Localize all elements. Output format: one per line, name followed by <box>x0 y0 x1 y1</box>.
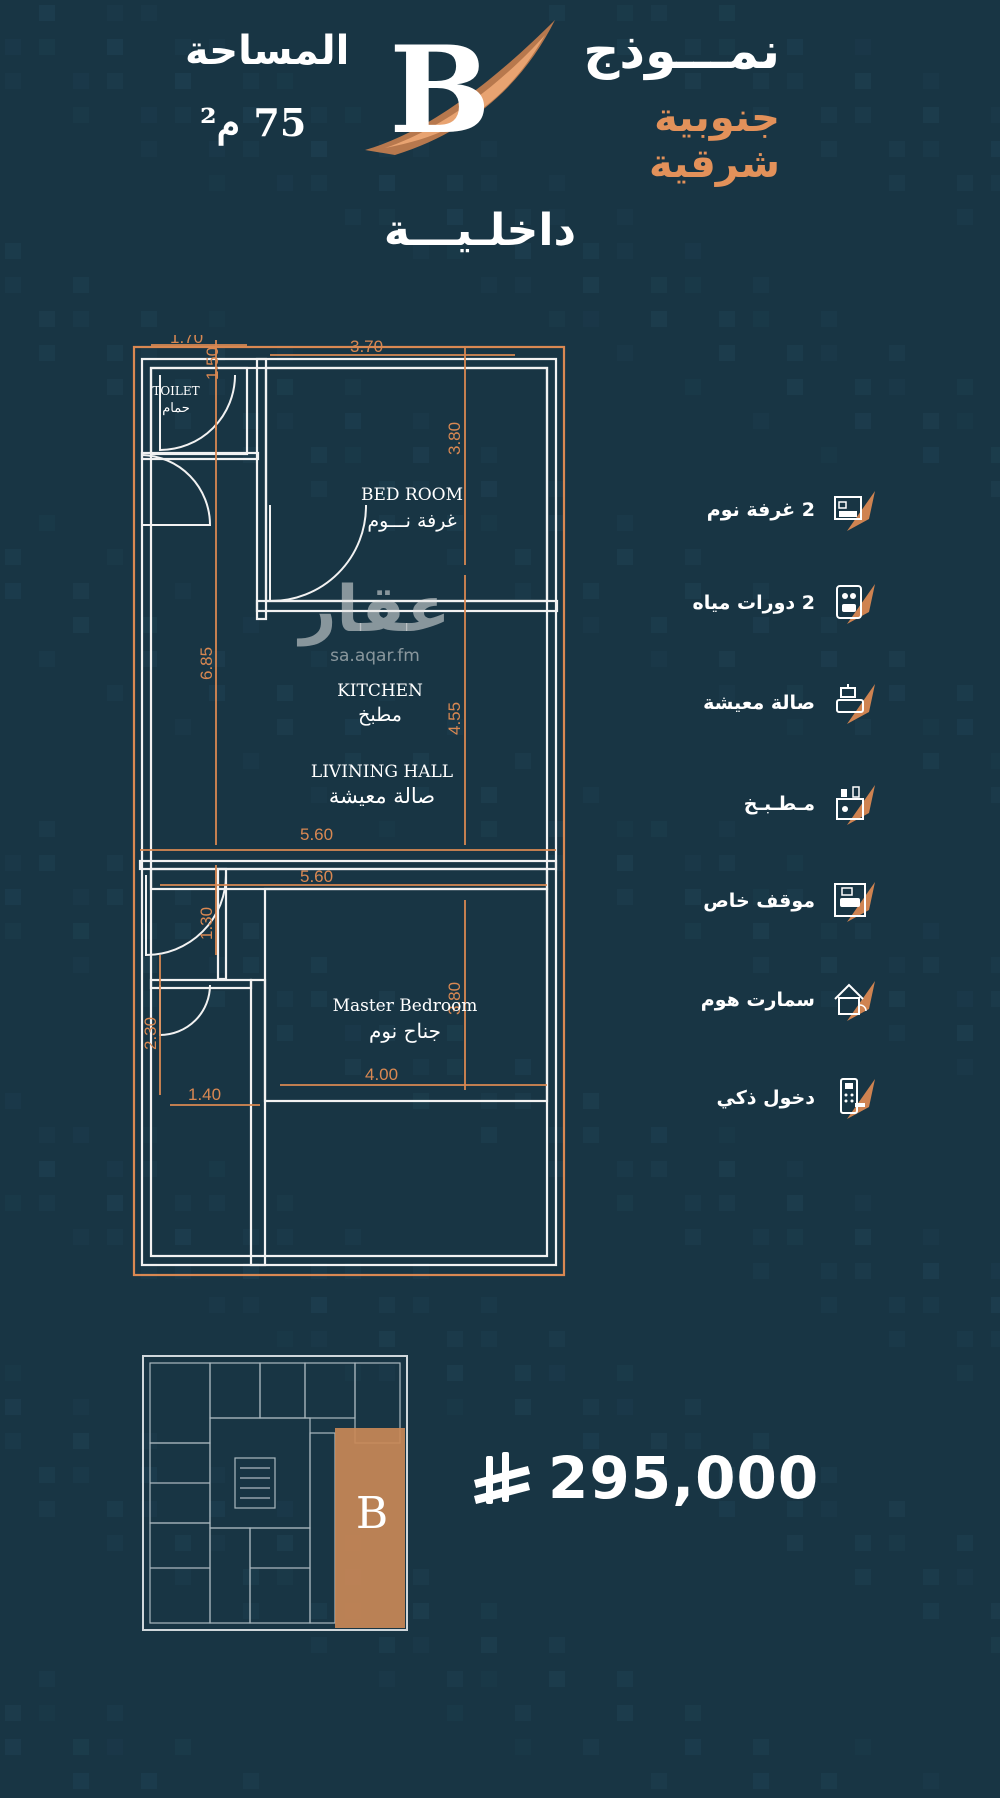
model-letter-logo: B <box>365 20 555 160</box>
smart-lock-icon <box>840 1078 875 1119</box>
watermark: عقار sa.aqar.fm <box>295 578 455 666</box>
feature-item: موقف خاص <box>703 878 875 924</box>
dim-label: 3.70 <box>350 337 383 356</box>
room-label-master-en: Master Bedroom <box>333 996 478 1016</box>
room-label-hall-en: LIVINING HALL <box>311 762 453 782</box>
model-word: نمـــوذج <box>583 22 780 80</box>
parking-icon <box>834 882 875 922</box>
bedroom-icon <box>834 491 875 531</box>
orientation-text: جنوبية شرقية <box>649 95 780 187</box>
feature-label: 2 دورات مياه <box>692 592 815 614</box>
dim-label: 1.50 <box>203 347 222 380</box>
dim-label: 5.60 <box>300 825 333 844</box>
dim-label: 3.80 <box>445 422 464 455</box>
dim-label: 3.80 <box>445 982 464 1015</box>
feature-label: سمارت هوم <box>700 989 815 1011</box>
area-label: المساحة <box>185 28 350 74</box>
dim-label: 4.55 <box>445 702 464 735</box>
feature-item: دخول ذكي <box>717 1075 875 1121</box>
riyal-symbol-icon <box>474 1452 530 1504</box>
feature-label: صالة معيشة <box>703 692 815 714</box>
dim-label: 6.85 <box>197 647 216 680</box>
watermark-url: sa.aqar.fm <box>330 646 420 666</box>
dim-label: 4.00 <box>365 1065 398 1084</box>
unit-b-letter: B <box>356 1488 388 1539</box>
feature-label: مـطـبـخ <box>743 793 815 815</box>
area-value: 75 م² <box>200 100 307 145</box>
feature-item: مـطـبـخ <box>744 781 875 827</box>
model-letter: B <box>389 20 490 160</box>
feature-item: سمارت هوم <box>701 977 875 1023</box>
feature-item: 2 دورات مياه <box>693 580 875 626</box>
bathroom-icon <box>836 584 875 624</box>
unit-b-highlight <box>335 1428 405 1628</box>
dim-label: 5.60 <box>300 867 333 886</box>
dim-label: 1.30 <box>197 907 216 940</box>
dim-label: 1.70 <box>170 335 203 347</box>
position-text: داخلـيـــة <box>383 205 577 256</box>
room-label-master-ar: جناح نوم <box>369 1019 441 1043</box>
smart-home-icon <box>834 981 875 1021</box>
feature-label: 2 غرفة نوم <box>706 499 815 521</box>
building-key-plan: B <box>142 1355 408 1631</box>
feature-label: موقف خاص <box>703 890 815 912</box>
feature-label: دخول ذكي <box>716 1087 815 1109</box>
room-label-toilet-en: TOILET <box>152 384 199 398</box>
room-label-hall-ar: صالة معيشة <box>329 784 435 808</box>
room-label-bedroom-en: BED ROOM <box>361 485 463 505</box>
feature-item: صالة معيشة <box>703 680 875 726</box>
room-label-bedroom-ar: غرفة نـــوم <box>367 510 456 532</box>
room-label-kitchen-en: KITCHEN <box>337 681 423 701</box>
watermark-logo: عقار <box>299 573 451 647</box>
dim-label: 1.40 <box>188 1085 221 1104</box>
floor-plan: 1.70 1.50 3.70 3.80 6.85 4.55 5.60 5.60 … <box>132 335 566 1277</box>
feature-item: 2 غرفة نوم <box>707 487 875 533</box>
kitchen-icon <box>836 785 875 825</box>
living-room-icon <box>836 684 875 724</box>
price-value: 295,000 <box>548 1444 820 1512</box>
room-label-toilet-ar: حمام <box>162 401 190 416</box>
dim-label: 2.30 <box>141 1017 160 1050</box>
room-label-kitchen-ar: مطبخ <box>358 704 402 726</box>
